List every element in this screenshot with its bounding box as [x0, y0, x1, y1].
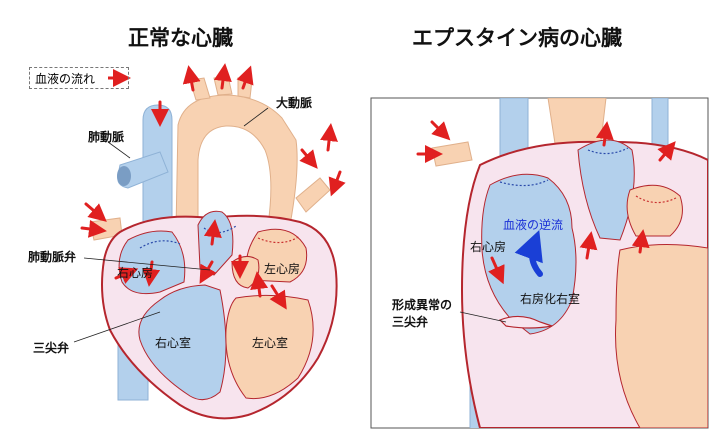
- ebstein-heart-title: エプスタイン病の心臓: [412, 26, 622, 50]
- label-left-atrium: 左心房: [264, 262, 301, 276]
- label-tricuspid-valve: 三尖弁: [33, 341, 70, 355]
- label-regurgitation: 血液の逆流: [503, 218, 564, 232]
- label-pulmonary-artery: 肺動脈: [88, 130, 125, 144]
- legend-label: 血液の流れ: [35, 72, 96, 86]
- label-malformed-tricuspid-line2: 三尖弁: [392, 315, 429, 329]
- normal-heart-title: 正常な心臓: [128, 26, 233, 50]
- label-atrialized-right-ventricle: 右房化右室: [520, 292, 581, 306]
- label-ebstein-right-atrium: 右心房: [470, 240, 507, 254]
- blood-flow-legend: 血液の流れ: [29, 67, 129, 89]
- ebstein-heart: [416, 98, 708, 428]
- aorta-arch: [175, 94, 298, 231]
- label-pulmonary-valve: 肺動脈弁: [28, 250, 77, 264]
- normal-heart: [73, 63, 346, 420]
- label-left-ventricle: 左心室: [252, 336, 289, 350]
- label-malformed-tricuspid-line1: 形成異常の: [392, 298, 453, 312]
- left-ventricle-chamber: [225, 294, 314, 400]
- flow-arrows-normal: [80, 63, 346, 310]
- label-aorta: 大動脈: [276, 96, 313, 110]
- label-right-ventricle: 右心室: [155, 336, 192, 350]
- right-ventricle-chamber: [138, 284, 227, 401]
- label-right-atrium: 右心房: [117, 266, 154, 280]
- regurgitation-arrow: [514, 229, 543, 277]
